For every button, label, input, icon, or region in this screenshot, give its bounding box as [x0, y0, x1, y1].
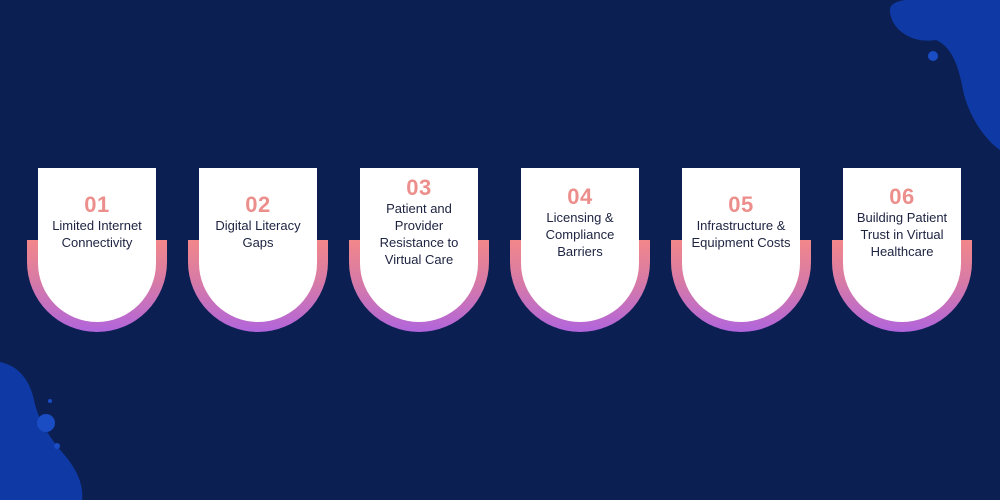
card-body: 05 Infrastructure & Equipment Costs — [682, 168, 800, 322]
item-label: Infrastructure & Equipment Costs — [691, 218, 791, 250]
card-body: 03 Patient and Provider Resistance to Vi… — [360, 168, 478, 322]
card-body: 02 Digital Literacy Gaps — [199, 168, 317, 322]
bottom-left-dot-large — [37, 414, 55, 432]
card-body: 01 Limited Internet Connectivity — [38, 168, 156, 322]
item-label: Building Patient Trust in Virtual Health… — [856, 209, 948, 259]
bottom-left-dot-small — [54, 443, 60, 449]
item-card-04: 04 Licensing & Compliance Barriers — [510, 168, 650, 334]
item-number: 01 — [84, 192, 110, 217]
item-number: 05 — [728, 192, 754, 217]
item-card-06: 06 Building Patient Trust in Virtual Hea… — [832, 168, 972, 334]
item-card-01: 01 Limited Internet Connectivity — [27, 168, 167, 334]
card-body: 04 Licensing & Compliance Barriers — [521, 168, 639, 322]
item-card-05: 05 Infrastructure & Equipment Costs — [671, 168, 811, 334]
item-number: 04 — [567, 183, 593, 209]
item-number: 06 — [889, 183, 915, 209]
item-number: 03 — [406, 175, 432, 200]
item-card-03: 03 Patient and Provider Resistance to Vi… — [349, 168, 489, 334]
item-label: Licensing & Compliance Barriers — [545, 209, 615, 259]
bottom-left-blob — [0, 362, 83, 500]
item-card-02: 02 Digital Literacy Gaps — [188, 168, 328, 334]
top-right-dot — [928, 51, 938, 61]
bottom-left-dot-tiny — [48, 399, 52, 403]
top-right-blob — [889, 0, 1000, 150]
card-body: 06 Building Patient Trust in Virtual Hea… — [843, 168, 961, 322]
item-label: Digital Literacy Gaps — [215, 218, 301, 250]
item-label: Limited Internet Connectivity — [52, 218, 142, 250]
item-label: Patient and Provider Resistance to Virtu… — [379, 201, 459, 267]
item-number: 02 — [245, 192, 271, 217]
